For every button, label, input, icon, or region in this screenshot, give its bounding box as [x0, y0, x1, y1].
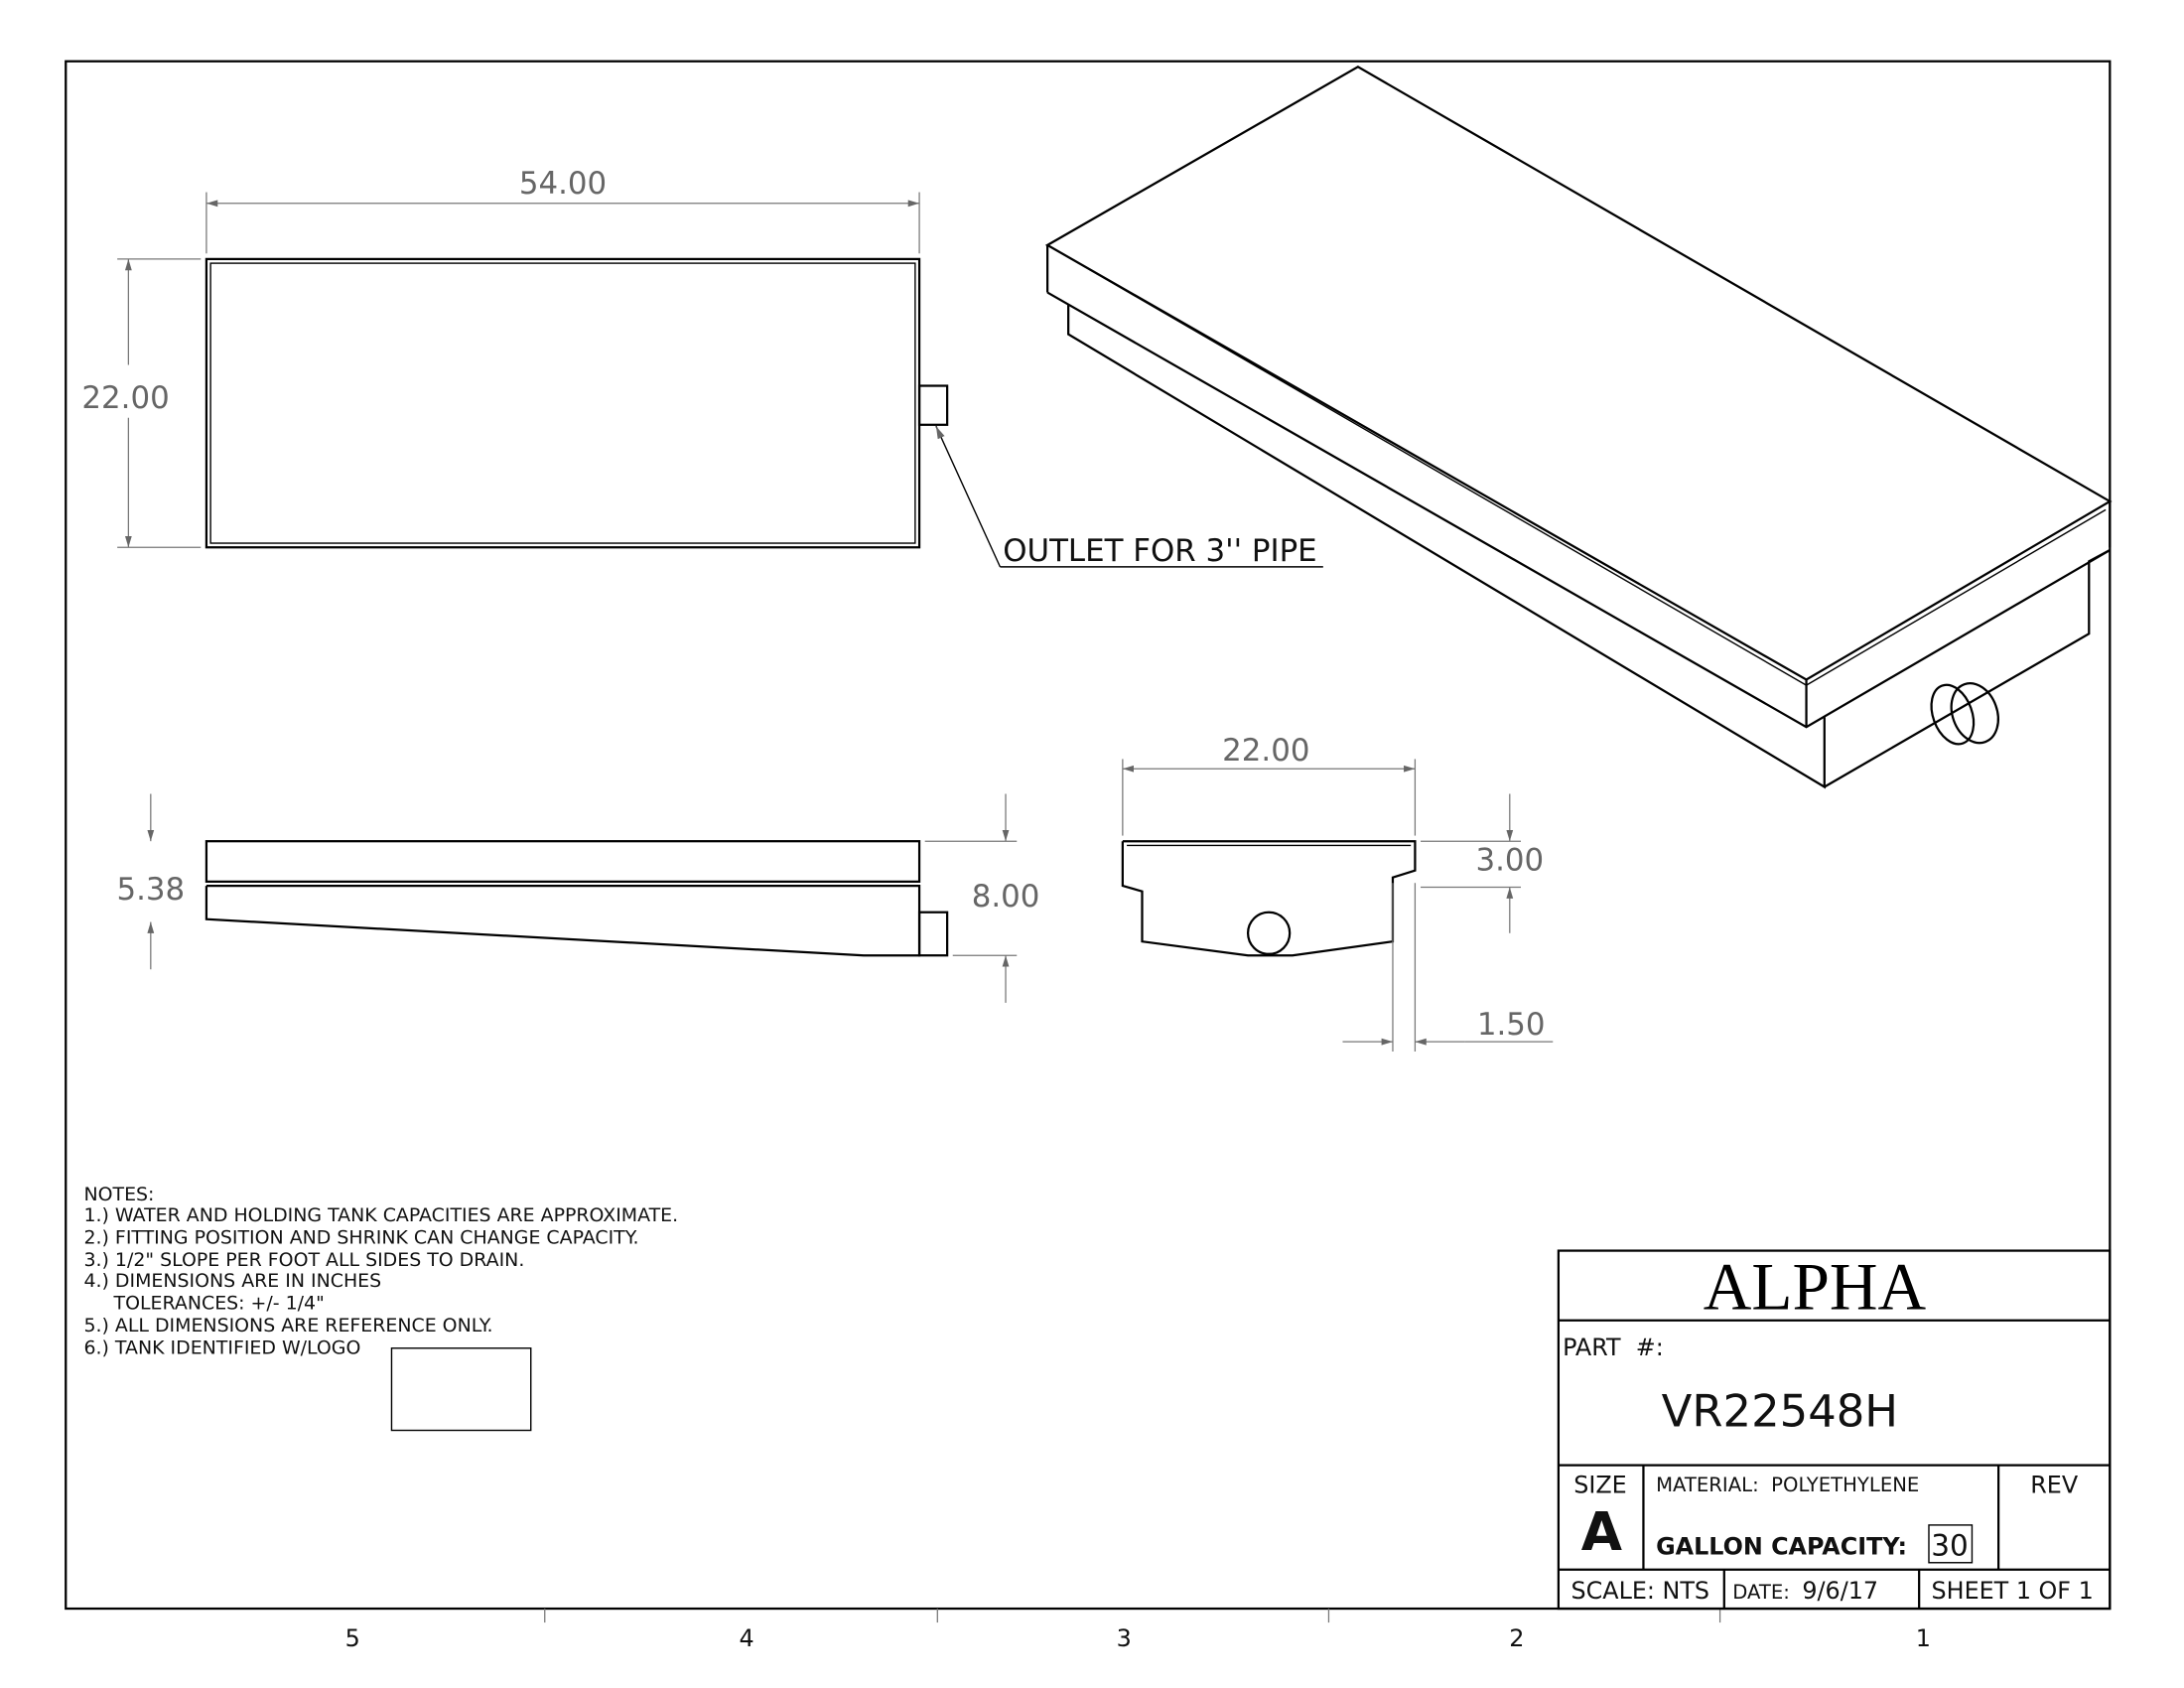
- note-line: 5.) ALL DIMENSIONS ARE REFERENCE ONLY.: [83, 1315, 492, 1336]
- zone-label: 5: [345, 1624, 360, 1652]
- date-label: DATE:: [1732, 1581, 1790, 1604]
- capacity-box: [1928, 1524, 1974, 1564]
- outlet: [917, 384, 949, 426]
- side-view: 5.38 8.00: [116, 793, 1040, 1003]
- zone-markers: 5 4 3 2 1: [345, 1609, 1931, 1652]
- note-line: 4.) DIMENSIONS ARE IN INCHES: [83, 1270, 381, 1292]
- date-value: 9/6/17: [1802, 1577, 1878, 1605]
- note-line: 1.) WATER AND HOLDING TANK CAPACITIES AR…: [83, 1204, 678, 1226]
- logo-box: [390, 1347, 532, 1432]
- size-value: A: [1581, 1501, 1622, 1563]
- title-block: ALPHA PART #: VR22548H SIZE A MATERIAL: …: [1557, 1249, 2112, 1611]
- dim-flange-height: 3.00: [1475, 843, 1544, 879]
- note-line: 3.) 1/2" SLOPE PER FOOT ALL SIDES TO DRA…: [83, 1249, 524, 1271]
- zone-label: 3: [1117, 1624, 1132, 1652]
- zone-label: 4: [740, 1624, 754, 1652]
- note-line: 6.) TANK IDENTIFIED W/LOGO: [83, 1336, 360, 1358]
- notes-heading: NOTES:: [83, 1184, 154, 1205]
- note-line: 2.) FITTING POSITION AND SHRINK CAN CHAN…: [83, 1227, 638, 1249]
- isometric-view: [1044, 66, 2113, 789]
- sheet-number: SHEET 1 OF 1: [1932, 1577, 2094, 1605]
- dim-width: 22.00: [81, 380, 169, 416]
- company-name: ALPHA: [1704, 1249, 1927, 1324]
- dim-end-width: 22.00: [1222, 733, 1309, 769]
- dim-flange-offset: 1.50: [1477, 1007, 1546, 1043]
- end-view: 22.00 3.00 1.50: [1121, 733, 1554, 1052]
- outlet-callout: OUTLET FOR 3'' PIPE: [1003, 533, 1316, 569]
- capacity-value: 30: [1931, 1529, 1968, 1563]
- scale: SCALE: NTS: [1571, 1577, 1710, 1605]
- outlet: [1246, 911, 1292, 955]
- rev-label: REV: [2030, 1472, 2079, 1499]
- notes: NOTES: 1.) WATER AND HOLDING TANK CAPACI…: [83, 1184, 678, 1432]
- dim-length: 54.00: [519, 166, 607, 202]
- zone-label: 2: [1509, 1624, 1524, 1652]
- outlet: [917, 911, 949, 957]
- material: MATERIAL: POLYETHYLENE: [1656, 1474, 1919, 1496]
- dim-height-right: 8.00: [972, 879, 1040, 914]
- iso-outlet: [1930, 682, 1999, 746]
- top-view: 54.00 22.00 OUTLET FOR 3'' PIPE: [81, 166, 1323, 569]
- zone-label: 1: [1916, 1624, 1931, 1652]
- capacity-label: GALLON CAPACITY:: [1656, 1532, 1907, 1560]
- part-label: PART #:: [1563, 1334, 1664, 1361]
- sheet-border: [65, 60, 2112, 1611]
- size-label: SIZE: [1573, 1472, 1627, 1499]
- note-line: TOLERANCES: +/- 1/4": [83, 1292, 324, 1314]
- part-number: VR22548H: [1662, 1384, 1898, 1437]
- dim-height-left: 5.38: [116, 872, 185, 908]
